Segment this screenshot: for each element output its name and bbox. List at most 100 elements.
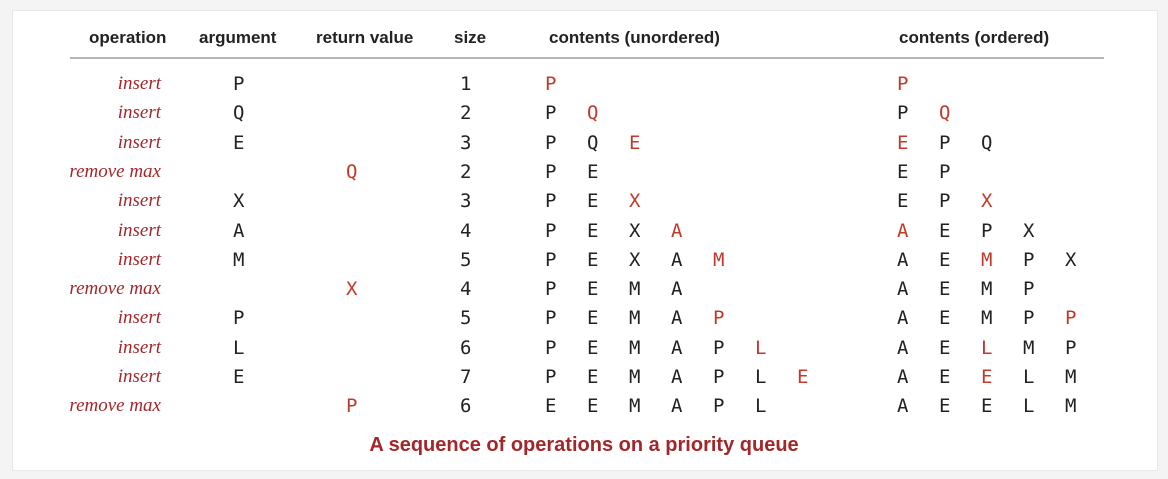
argument-cell: E [233, 132, 245, 154]
unordered-item: P [713, 366, 725, 388]
header-operation: operation [89, 28, 167, 47]
return-value-cell: Q [346, 161, 358, 183]
unordered-item: M [629, 278, 641, 300]
unordered-item: P [713, 307, 725, 329]
unordered-item: E [629, 132, 641, 154]
ordered-item: L [981, 337, 993, 359]
unordered-item: E [587, 278, 599, 300]
argument-cell: E [233, 366, 245, 388]
ordered-item: X [1023, 220, 1035, 242]
figure-card [12, 10, 1158, 471]
ordered-item: M [1023, 337, 1035, 359]
unordered-item: P [545, 249, 557, 271]
size-cell: 7 [460, 366, 472, 388]
size-cell: 2 [460, 161, 472, 183]
ordered-item: X [1065, 249, 1077, 271]
unordered-item: E [797, 366, 809, 388]
unordered-item: P [545, 278, 557, 300]
ordered-item: E [939, 395, 951, 417]
ordered-item: P [1023, 278, 1035, 300]
argument-cell: M [233, 249, 245, 271]
ordered-item: A [897, 220, 909, 242]
size-cell: 6 [460, 337, 472, 359]
unordered-item: M [629, 395, 641, 417]
operation-cell: remove max [69, 161, 161, 182]
operation-cell: insert [117, 190, 161, 211]
size-cell: 6 [460, 395, 472, 417]
argument-cell: Q [233, 102, 245, 124]
unordered-item: X [629, 220, 641, 242]
unordered-item: P [545, 366, 557, 388]
ordered-item: M [981, 278, 993, 300]
unordered-item: A [671, 278, 683, 300]
argument-cell: X [233, 190, 245, 212]
ordered-item: P [1023, 249, 1035, 271]
unordered-item: E [587, 307, 599, 329]
size-cell: 5 [460, 307, 472, 329]
ordered-item: Q [981, 132, 993, 154]
unordered-item: P [713, 395, 725, 417]
unordered-item: L [755, 337, 767, 359]
ordered-item: E [939, 366, 951, 388]
ordered-item: L [1023, 366, 1035, 388]
unordered-item: X [629, 249, 641, 271]
return-value-cell: P [346, 395, 358, 417]
ordered-item: E [939, 220, 951, 242]
ordered-item: E [939, 249, 951, 271]
argument-cell: P [233, 73, 245, 95]
ordered-item: P [1065, 307, 1077, 329]
ordered-item: A [897, 307, 909, 329]
unordered-item: P [545, 337, 557, 359]
ordered-item: P [1065, 337, 1077, 359]
ordered-item: P [1023, 307, 1035, 329]
ordered-item: A [897, 249, 909, 271]
unordered-item: P [713, 337, 725, 359]
operation-cell: insert [117, 132, 161, 153]
size-cell: 4 [460, 278, 472, 300]
operation-cell: insert [117, 337, 161, 358]
operation-cell: insert [117, 249, 161, 270]
unordered-item: P [545, 73, 557, 95]
ordered-item: A [897, 395, 909, 417]
header-rule [70, 57, 1104, 59]
ordered-item: P [939, 190, 951, 212]
header-size: size [454, 28, 487, 47]
size-cell: 3 [460, 190, 472, 212]
ordered-item: E [939, 278, 951, 300]
ordered-item: E [981, 366, 993, 388]
ordered-item: M [1065, 366, 1077, 388]
size-cell: 5 [460, 249, 472, 271]
unordered-item: P [545, 102, 557, 124]
operation-cell: insert [117, 307, 161, 328]
ordered-item: M [981, 249, 993, 271]
ordered-item: A [897, 366, 909, 388]
ordered-item: Q [939, 102, 951, 124]
operation-cell: remove max [69, 395, 161, 416]
unordered-item: L [755, 395, 767, 417]
unordered-item: E [587, 220, 599, 242]
ordered-item: P [897, 102, 909, 124]
unordered-item: M [629, 366, 641, 388]
unordered-item: A [671, 307, 683, 329]
ordered-item: A [897, 337, 909, 359]
ordered-item: L [1023, 395, 1035, 417]
unordered-item: P [545, 190, 557, 212]
ordered-item: P [939, 161, 951, 183]
unordered-item: E [587, 190, 599, 212]
operation-cell: insert [117, 220, 161, 241]
unordered-item: L [755, 366, 767, 388]
argument-cell: L [233, 337, 245, 359]
figure-caption: A sequence of operations on a priority q… [369, 434, 799, 456]
unordered-item: A [671, 220, 683, 242]
argument-cell: A [233, 220, 245, 242]
return-value-cell: X [346, 278, 358, 300]
unordered-item: E [587, 395, 599, 417]
unordered-item: A [671, 337, 683, 359]
ordered-item: A [897, 278, 909, 300]
ordered-item: E [981, 395, 993, 417]
ordered-item: X [981, 190, 993, 212]
unordered-item: P [545, 307, 557, 329]
unordered-item: A [671, 395, 683, 417]
ordered-item: E [897, 190, 909, 212]
ordered-item: E [897, 132, 909, 154]
